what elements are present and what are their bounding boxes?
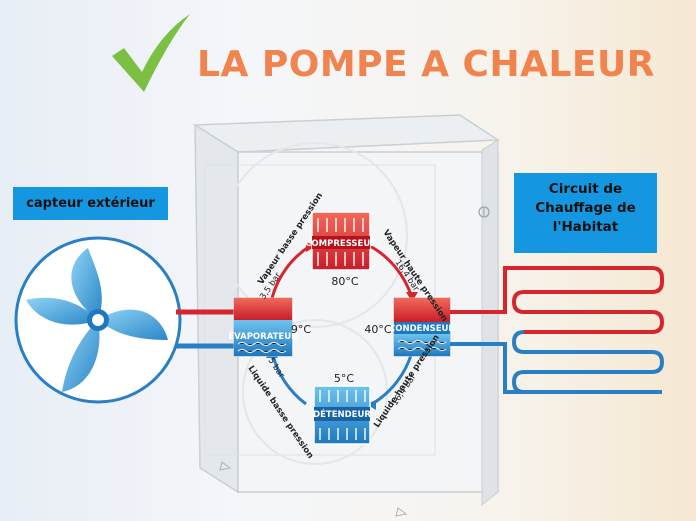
condenser-temperature: 40°C xyxy=(364,323,391,336)
fan-icon xyxy=(14,236,182,404)
heating-circuit-line-3: l'Habitat xyxy=(552,219,619,235)
checkmark-icon xyxy=(112,14,190,92)
evaporator-temperature: 9°C xyxy=(291,323,311,336)
expansion-valve xyxy=(313,385,371,445)
page-title: LA POMPE A CHALEUR xyxy=(197,44,655,85)
refrigerant-cycle xyxy=(266,242,418,410)
evaporator xyxy=(233,297,293,357)
heating-circuit-label: Circuit de Chauffage de l'Habitat xyxy=(514,173,657,253)
condenser xyxy=(393,297,451,357)
outdoor-sensor-label: capteur extérieur xyxy=(13,187,168,220)
expansion-valve-label: DÉTENDEUR xyxy=(313,408,371,420)
expansion-valve-temperature: 5°C xyxy=(334,372,354,385)
heating-circuit-line-1: Circuit de xyxy=(548,181,623,197)
heating-coil xyxy=(450,266,665,394)
heating-circuit-line-2: Chauffage de xyxy=(535,200,636,216)
compressor-temperature: 80°C xyxy=(331,275,358,288)
compressor xyxy=(311,211,371,271)
condenser-label: CONDENSEUR xyxy=(389,324,455,334)
compressor-label: COMPRESSEUR xyxy=(305,239,377,249)
evaporator-label: ÉVAPORATEUR xyxy=(228,330,298,342)
